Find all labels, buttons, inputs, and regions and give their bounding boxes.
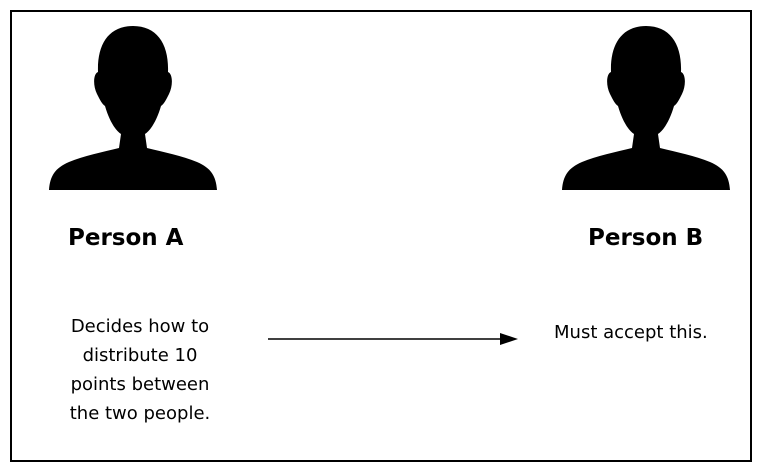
person-a-description: Decides how to distribute 10 points betw… xyxy=(40,312,240,428)
arrow-a-to-b xyxy=(268,333,518,345)
person-a-description-line: the two people. xyxy=(69,403,211,424)
person-b-description: Must accept this. xyxy=(554,322,708,343)
person-a-description-line: distribute 10 xyxy=(82,345,198,366)
person-a-silhouette-icon xyxy=(49,26,217,190)
person-b-label: Person B xyxy=(588,225,704,251)
person-b-silhouette-icon xyxy=(562,26,730,190)
person-a-description-line: points between xyxy=(70,374,210,395)
person-a-label: Person A xyxy=(68,225,184,251)
person-a-description-line: Decides how to xyxy=(70,316,210,337)
